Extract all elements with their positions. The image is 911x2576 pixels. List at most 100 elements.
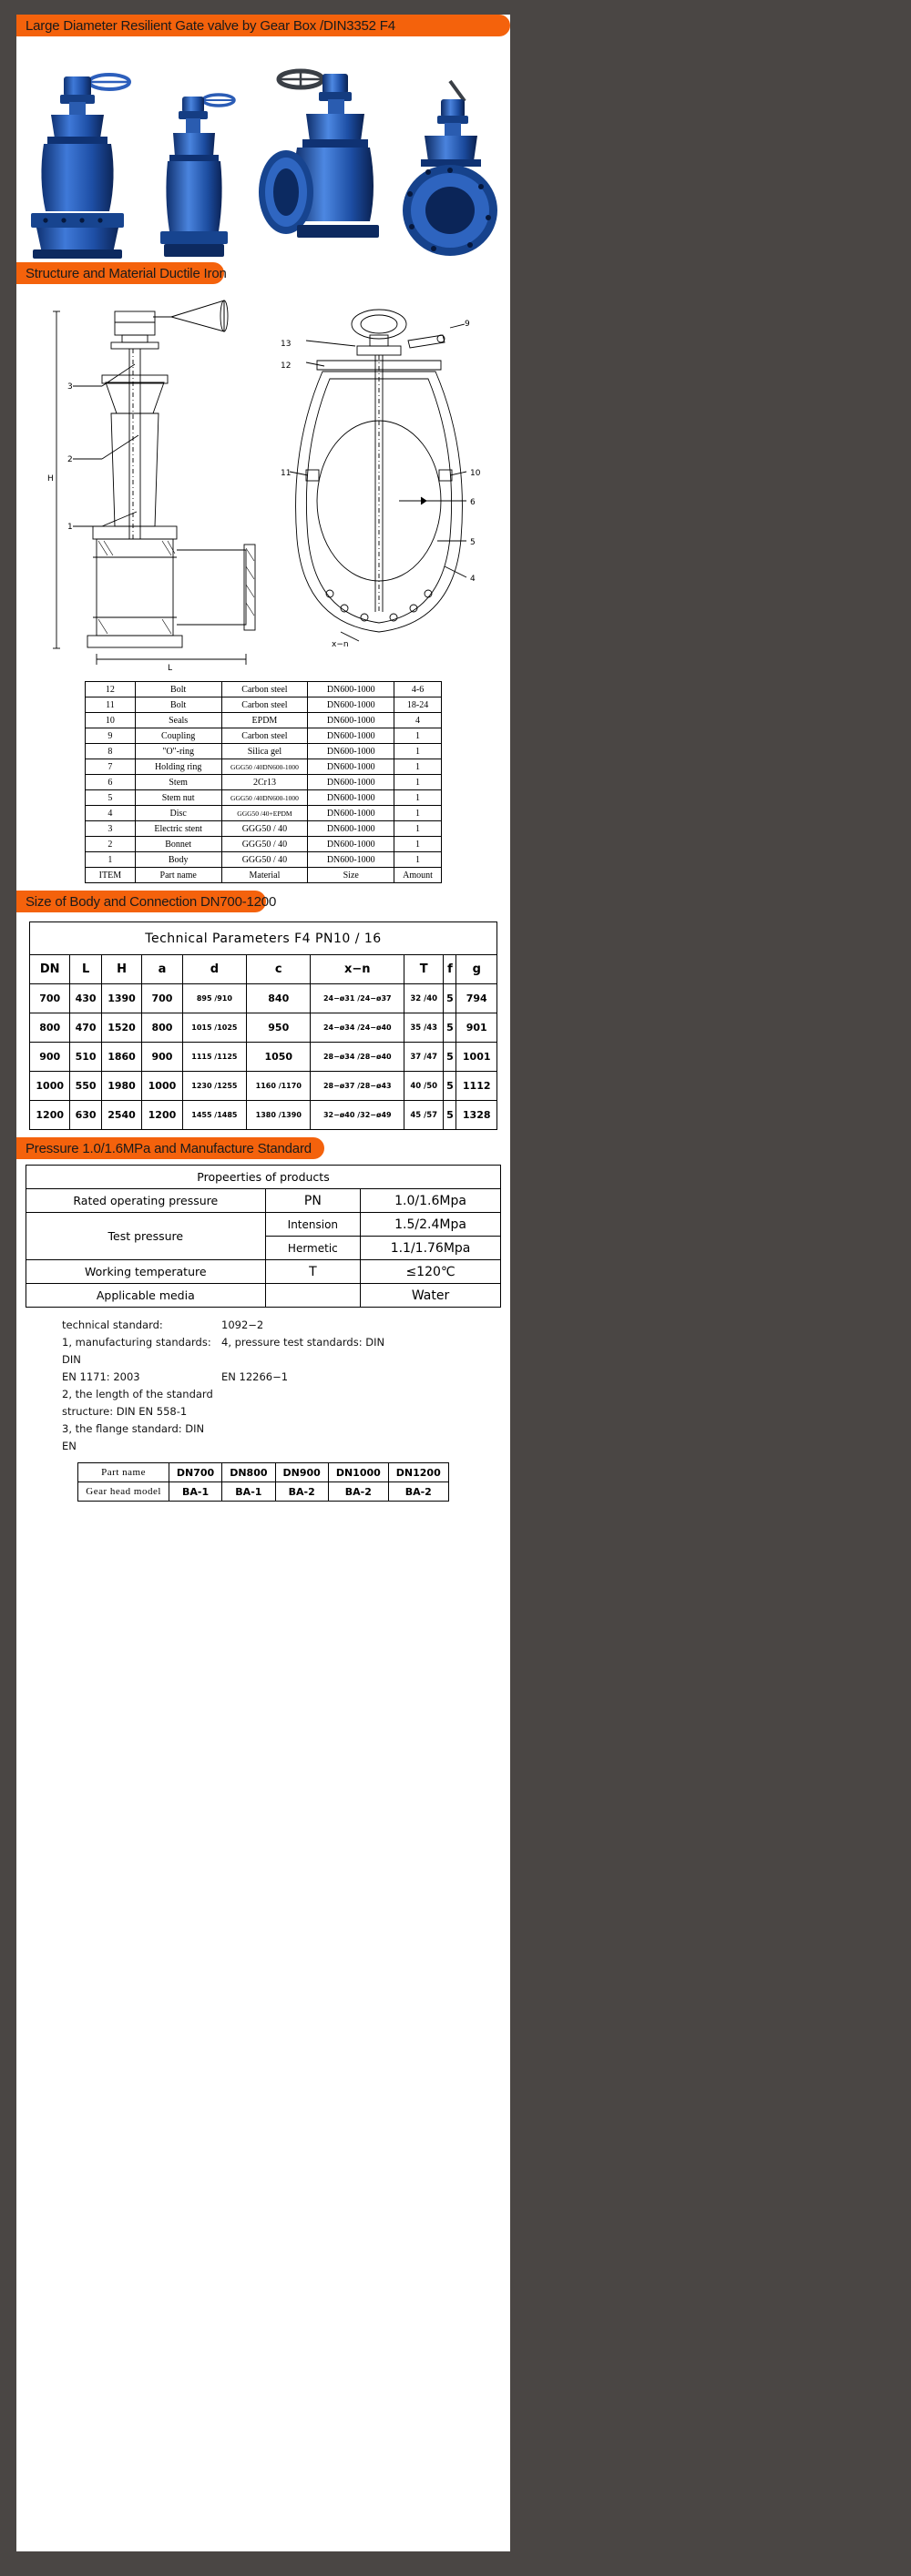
banner-title-text: Large Diameter Resilient Gate valve by G… [26, 17, 395, 34]
parts-name: Bolt [134, 697, 222, 713]
page-footer-bar [0, 2558, 911, 2576]
gear-model-value: BA-2 [387, 1481, 449, 1502]
tech-g: 794 [456, 983, 497, 1013]
parts-material: 2Cr13 [220, 774, 309, 790]
tech-t: 35 /43 [404, 1013, 445, 1043]
tech-xn: 24−ø31 /24−ø37 [310, 983, 405, 1013]
drawing-label-6: 6 [470, 498, 476, 507]
parts-name: Coupling [134, 728, 222, 744]
banner-pressure-text: Pressure 1.0/1.6MPa and Manufacture Stan… [26, 1140, 312, 1156]
parts-item: 9 [85, 728, 136, 744]
applicable-media-label: Applicable media [26, 1283, 266, 1308]
tech-l: 470 [69, 1013, 102, 1043]
banner-size-text: Size of Body and Connection DN700-1200 [26, 893, 277, 910]
tech-t: 40 /50 [404, 1071, 445, 1101]
tech-a: 1200 [141, 1100, 183, 1130]
tech-dn: 700 [28, 983, 71, 1013]
parts-material: Silica gel [220, 743, 309, 759]
tech-h: 1980 [100, 1071, 143, 1101]
tech-l: 630 [69, 1100, 102, 1130]
parts-material: GGG50 /40DN600-1000 [220, 789, 309, 806]
parts-size: DN600-1000 [307, 820, 395, 837]
drawing-label-9: 9 [465, 320, 470, 329]
parts-material: Carbon steel [220, 681, 309, 697]
parts-amount: 4 [394, 712, 442, 728]
test-pressure-hermetic-label: Hermetic [264, 1236, 362, 1260]
working-temperature-label: Working temperature [26, 1259, 266, 1284]
tech-f: 5 [443, 983, 457, 1013]
tech-d: 1230 /1255 [181, 1071, 248, 1101]
tech-h: 1390 [100, 983, 143, 1013]
parts-amount: 1 [394, 805, 442, 821]
drawing-label-11: 11 [281, 469, 291, 478]
standard-left-3: 2, the length of the standard [62, 1388, 213, 1400]
standard-right-1: 4, pressure test standards: DIN [221, 1336, 385, 1349]
tech-l: 510 [69, 1042, 102, 1072]
working-temperature-value: ≤120℃ [360, 1259, 501, 1284]
product-photo-strip [16, 36, 510, 262]
tech-d: 895 /910 [181, 983, 248, 1013]
parts-amount: 1 [394, 851, 442, 868]
parts-size: DN600-1000 [307, 712, 395, 728]
tech-a: 700 [141, 983, 183, 1013]
tech-dn: 900 [28, 1042, 71, 1072]
parts-item: 11 [85, 697, 136, 713]
gear-dn-header: DN900 [274, 1462, 329, 1482]
parts-material: GGG50 / 40 [220, 851, 309, 868]
drawing-label-3: 3 [67, 382, 73, 392]
drawing-label-13: 13 [281, 340, 291, 349]
parts-name: Disc [134, 805, 222, 821]
parts-material: Carbon steel [220, 728, 309, 744]
tech-f: 5 [443, 1042, 457, 1072]
tech-c: 950 [246, 1013, 312, 1043]
gear-dn-header: DN1000 [327, 1462, 389, 1482]
tech-header-h: H [100, 954, 143, 984]
drawing-label-5: 5 [470, 538, 476, 547]
pressure-row-result: 1.0/1.6Mpa [360, 1188, 501, 1213]
test-pressure-intension-label: Intension [264, 1212, 362, 1237]
parts-material: GGG50 / 40 [220, 836, 309, 852]
parts-amount: 1 [394, 789, 442, 806]
pressure-table-header: Propeerties of products [26, 1165, 501, 1189]
gear-dn-header: DN700 [168, 1462, 223, 1482]
parts-item: 12 [85, 681, 136, 697]
parts-name: Part name [134, 867, 222, 883]
gear-model-value: BA-1 [168, 1481, 223, 1502]
parts-item: 7 [85, 759, 136, 775]
pressure-properties-table: Propeerties of products Rated operating … [26, 1165, 501, 1308]
parts-item: 4 [85, 805, 136, 821]
parts-size: DN600-1000 [307, 836, 395, 852]
tech-header-dn: DN [28, 954, 71, 984]
tech-c: 1160 /1170 [246, 1071, 312, 1101]
tech-g: 1001 [456, 1042, 497, 1072]
tech-xn: 32−ø40 /32−ø49 [310, 1100, 405, 1130]
standard-heading-right: 1092−2 [221, 1319, 264, 1331]
parts-material: GGG50 / 40 [220, 820, 309, 837]
parts-amount: 18-24 [394, 697, 442, 713]
gear-model-value: BA-2 [274, 1481, 329, 1502]
test-pressure-label: Test pressure [26, 1212, 266, 1260]
parts-size: DN600-1000 [307, 728, 395, 744]
parts-name: Bonnet [134, 836, 222, 852]
standard-heading: technical standard: [62, 1319, 163, 1331]
tech-d: 1115 /1125 [181, 1042, 248, 1072]
tech-xn: 28−ø34 /28−ø40 [310, 1042, 405, 1072]
standard-left-2: EN 1171: 2003 [62, 1370, 140, 1383]
product-photo-1 [24, 51, 151, 260]
drawing-label-4: 4 [470, 575, 476, 584]
standards-text-block: technical standard: 1092−2 1, manufactur… [16, 1308, 510, 1455]
parts-material: Carbon steel [220, 697, 309, 713]
parts-size: DN600-1000 [307, 774, 395, 790]
engineering-drawing: 3 2 1 H 13 12 11 9 10 6 5 4 x−n L [16, 284, 510, 676]
parts-material: GGG50 /40DN600-1000 [220, 759, 309, 775]
